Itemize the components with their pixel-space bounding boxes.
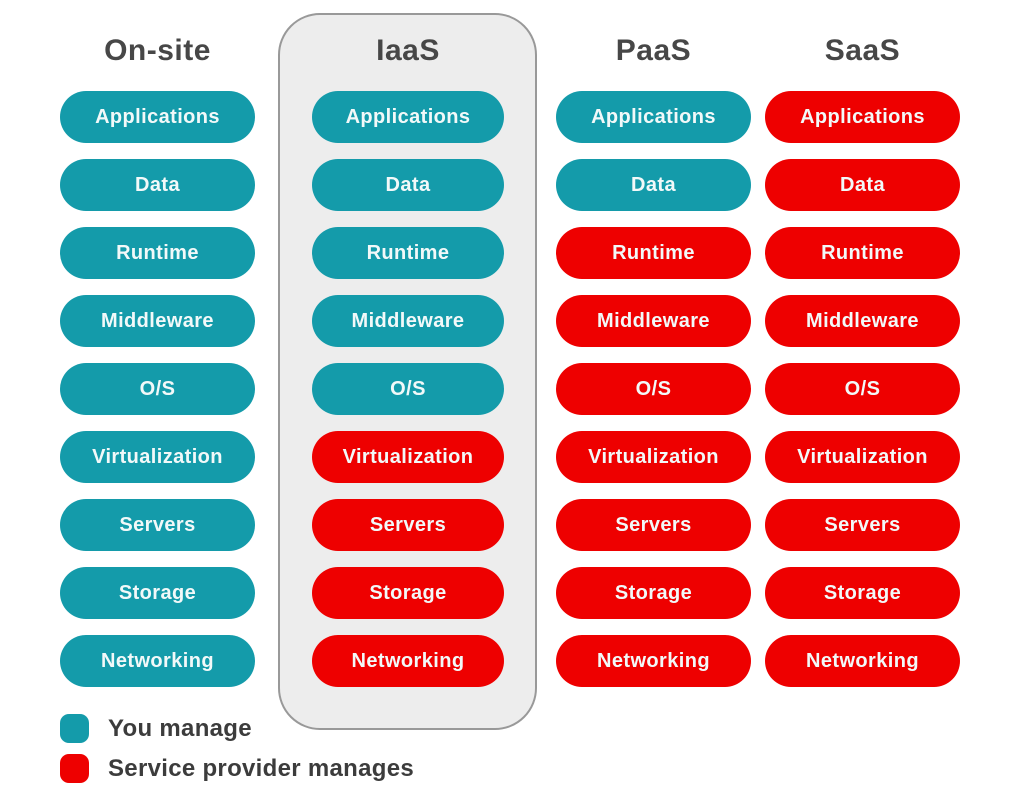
layer-pill: Virtualization <box>765 431 960 483</box>
legend-label-service-provider-manages: Service provider manages <box>108 754 415 782</box>
layer-pill: O/S <box>556 363 751 415</box>
teal-swatch-icon <box>60 714 89 743</box>
layer-pill: Data <box>60 159 255 211</box>
column-iaas: IaaS Applications Data Runtime Middlewar… <box>312 0 504 703</box>
layer-pill: O/S <box>312 363 504 415</box>
layer-pill: Data <box>556 159 751 211</box>
layer-pill: Storage <box>60 567 255 619</box>
layer-pill: Storage <box>556 567 751 619</box>
layer-pill: Networking <box>312 635 504 687</box>
column-title-iaas: IaaS <box>376 34 440 67</box>
column-title-saas: SaaS <box>824 34 901 67</box>
legend: You manage Service provider manages <box>60 714 414 783</box>
column-title-paas: PaaS <box>615 34 692 67</box>
layer-pill: Middleware <box>312 295 504 347</box>
layer-pill: Storage <box>312 567 504 619</box>
layer-pill: Middleware <box>60 295 255 347</box>
legend-row-you-manage: You manage <box>60 714 414 743</box>
layer-pill: Virtualization <box>312 431 504 483</box>
layer-pill: O/S <box>765 363 960 415</box>
layer-pill: Runtime <box>765 227 960 279</box>
layer-pill: Middleware <box>556 295 751 347</box>
layer-pill: Storage <box>765 567 960 619</box>
layer-pill: Runtime <box>60 227 255 279</box>
column-on-site: On-site Applications Data Runtime Middle… <box>60 0 255 703</box>
layer-pill: Applications <box>765 91 960 143</box>
layer-pill: Runtime <box>312 227 504 279</box>
layer-pill: Networking <box>765 635 960 687</box>
layer-pill: Servers <box>312 499 504 551</box>
column-title-on-site: On-site <box>104 34 211 67</box>
legend-label-you-manage: You manage <box>108 714 252 742</box>
red-swatch-icon <box>60 754 89 783</box>
column-saas: SaaS Applications Data Runtime Middlewar… <box>765 0 960 703</box>
layer-pill: Networking <box>556 635 751 687</box>
layer-pill: Applications <box>60 91 255 143</box>
layer-pill: O/S <box>60 363 255 415</box>
layer-pill: Middleware <box>765 295 960 347</box>
layer-pill: Applications <box>556 91 751 143</box>
layer-pill: Virtualization <box>60 431 255 483</box>
layer-pill: Runtime <box>556 227 751 279</box>
layer-pill: Data <box>312 159 504 211</box>
layer-pill: Servers <box>60 499 255 551</box>
layer-pill: Servers <box>556 499 751 551</box>
layer-pill: Virtualization <box>556 431 751 483</box>
layer-pill: Data <box>765 159 960 211</box>
layer-pill: Networking <box>60 635 255 687</box>
layer-pill: Applications <box>312 91 504 143</box>
column-paas: PaaS Applications Data Runtime Middlewar… <box>556 0 751 703</box>
layer-pill: Servers <box>765 499 960 551</box>
legend-row-service-provider-manages: Service provider manages <box>60 754 414 783</box>
